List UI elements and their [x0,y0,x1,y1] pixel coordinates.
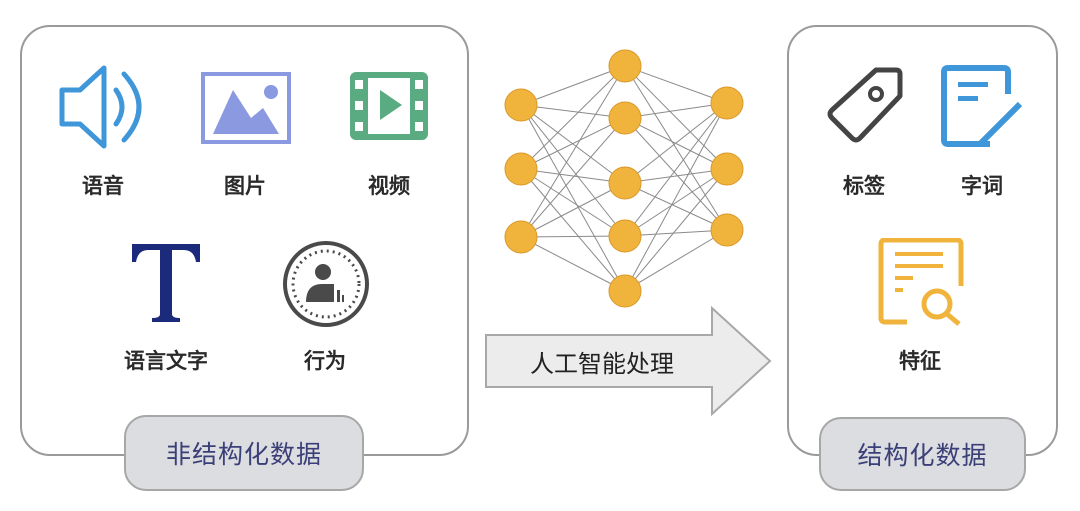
network-edge [624,168,728,292]
unstructured-title-text: 非结构化数据 [165,440,322,469]
item-label-video: 视频 [368,174,410,198]
network-edge [520,168,626,292]
tag-icon [827,67,903,143]
network-edge [520,235,626,238]
speaker-icon [59,65,142,149]
network-node [608,274,642,308]
document-edit-icon [941,65,1023,147]
network-edge [624,229,728,237]
network-edge [520,117,626,170]
network-edge [624,229,728,292]
behavior-icon [283,241,369,327]
network-node [608,166,642,200]
network-node [710,213,744,247]
network-edge [624,102,728,184]
process-label: 人工智能处理 [530,350,674,378]
network-node [710,86,744,120]
item-label-speech: 语音 [82,174,124,198]
network-edge [520,104,626,292]
network-edge [520,65,626,106]
network-node [608,219,642,253]
network-edge [624,168,728,184]
network-edge [520,65,626,170]
document-search-icon [878,238,964,326]
network-node [504,152,538,186]
network-edge [520,104,626,237]
network-edge [624,102,728,237]
item-label-tag: 标签 [843,174,885,198]
video-icon [350,72,428,140]
network-edge [624,65,728,231]
network-edge [520,117,626,238]
network-edge [624,168,728,237]
network-node [504,220,538,254]
structured-data-title: 结构化数据 [819,417,1026,491]
unstructured-data-title: 非结构化数据 [124,415,364,491]
item-label-words: 字词 [961,174,1003,198]
structured-title-text: 结构化数据 [857,441,988,470]
network-node [608,49,642,83]
image-icon [201,72,291,144]
item-label-feature: 特征 [899,349,941,373]
network-node [608,101,642,135]
network-edge [520,236,626,292]
network-edge [624,117,728,231]
network-edge [520,65,626,238]
item-label-behavior: 行为 [304,349,346,373]
network-edge [624,65,728,170]
item-label-image: 图片 [224,174,266,198]
network-edge [624,65,728,104]
network-edge [520,104,626,119]
network-edge [624,102,728,119]
process-arrow [485,306,772,416]
network-edge [520,168,626,237]
item-label-text: 语言文字 [124,349,208,373]
network-edge [520,182,626,238]
text-icon [132,244,200,322]
network-node [504,88,538,122]
network-edge [624,182,728,231]
network-edge [624,102,728,292]
network-node [710,152,744,186]
network-edge [520,168,626,184]
